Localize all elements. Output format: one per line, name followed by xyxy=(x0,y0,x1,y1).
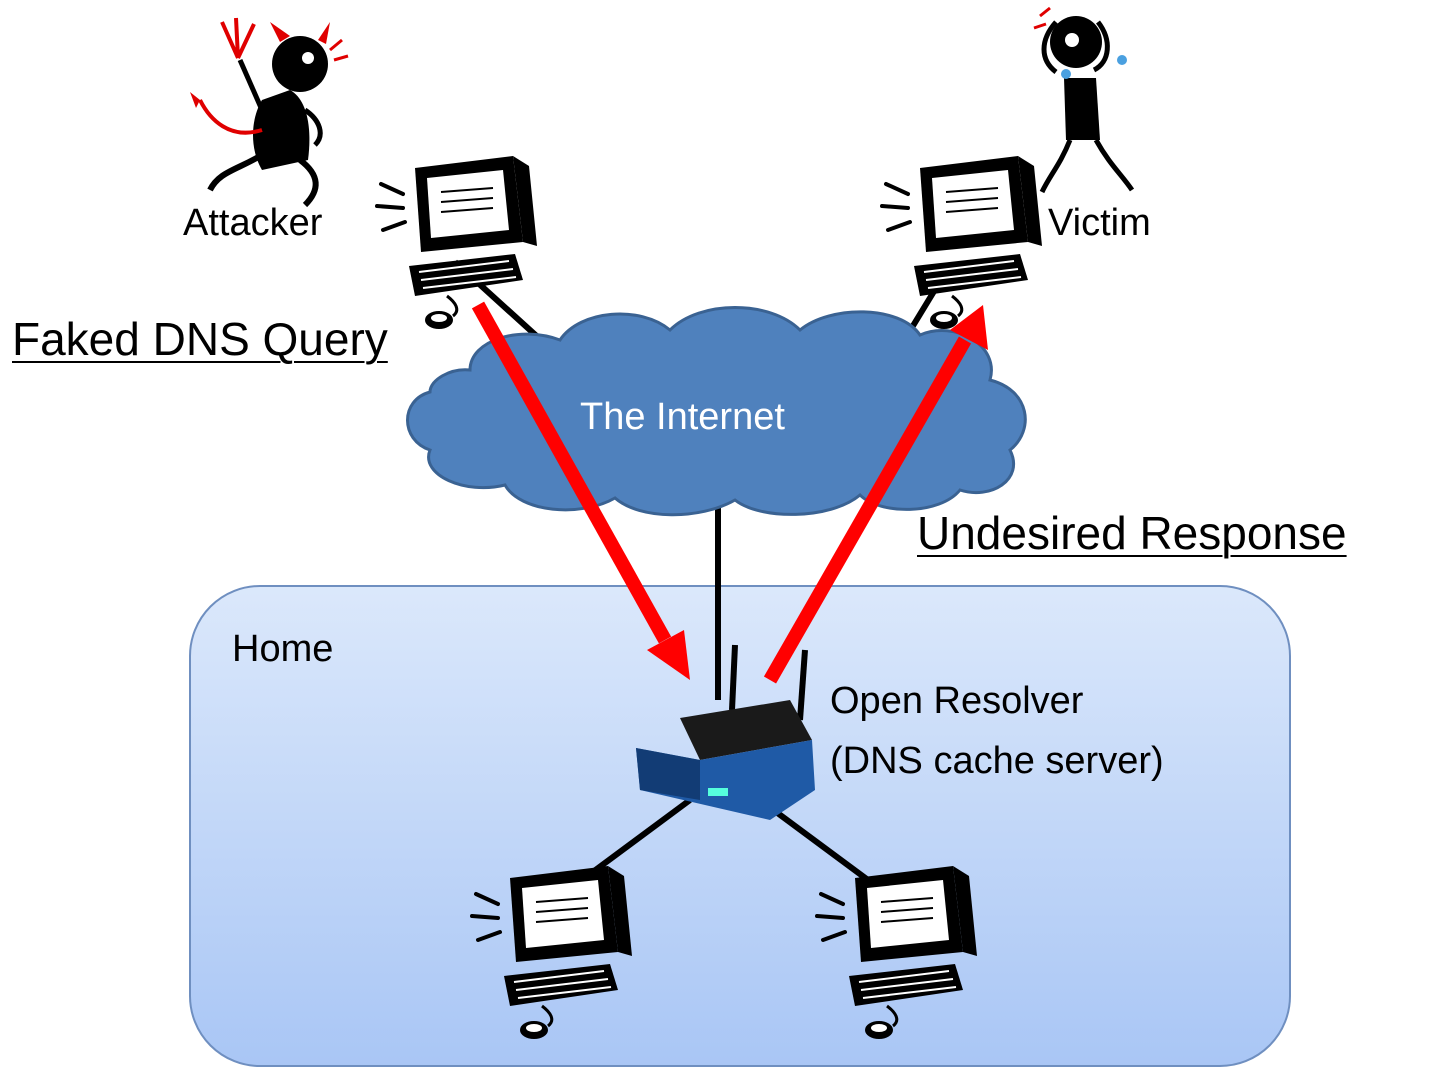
victim-crying-icon xyxy=(1033,6,1135,194)
resolver-label-line2: (DNS cache server) xyxy=(830,740,1164,782)
internet-label: The Internet xyxy=(580,396,785,438)
home-label: Home xyxy=(232,628,334,670)
attacker-label: Attacker xyxy=(183,202,323,244)
resolver-label-line1: Open Resolver xyxy=(830,680,1084,722)
faked-query-label: Faked DNS Query xyxy=(12,313,388,365)
router-icon xyxy=(636,644,815,820)
undesired-response-label: Undesired Response xyxy=(917,507,1347,559)
faked-query-arrow xyxy=(471,301,690,680)
victim-computer-icon xyxy=(880,154,1044,331)
home-region xyxy=(189,585,1291,1067)
attacker-computer-icon xyxy=(375,154,539,331)
undesired-response-arrow xyxy=(763,305,988,684)
victim-label: Victim xyxy=(1048,202,1151,244)
attacker-devil-icon xyxy=(190,17,349,208)
